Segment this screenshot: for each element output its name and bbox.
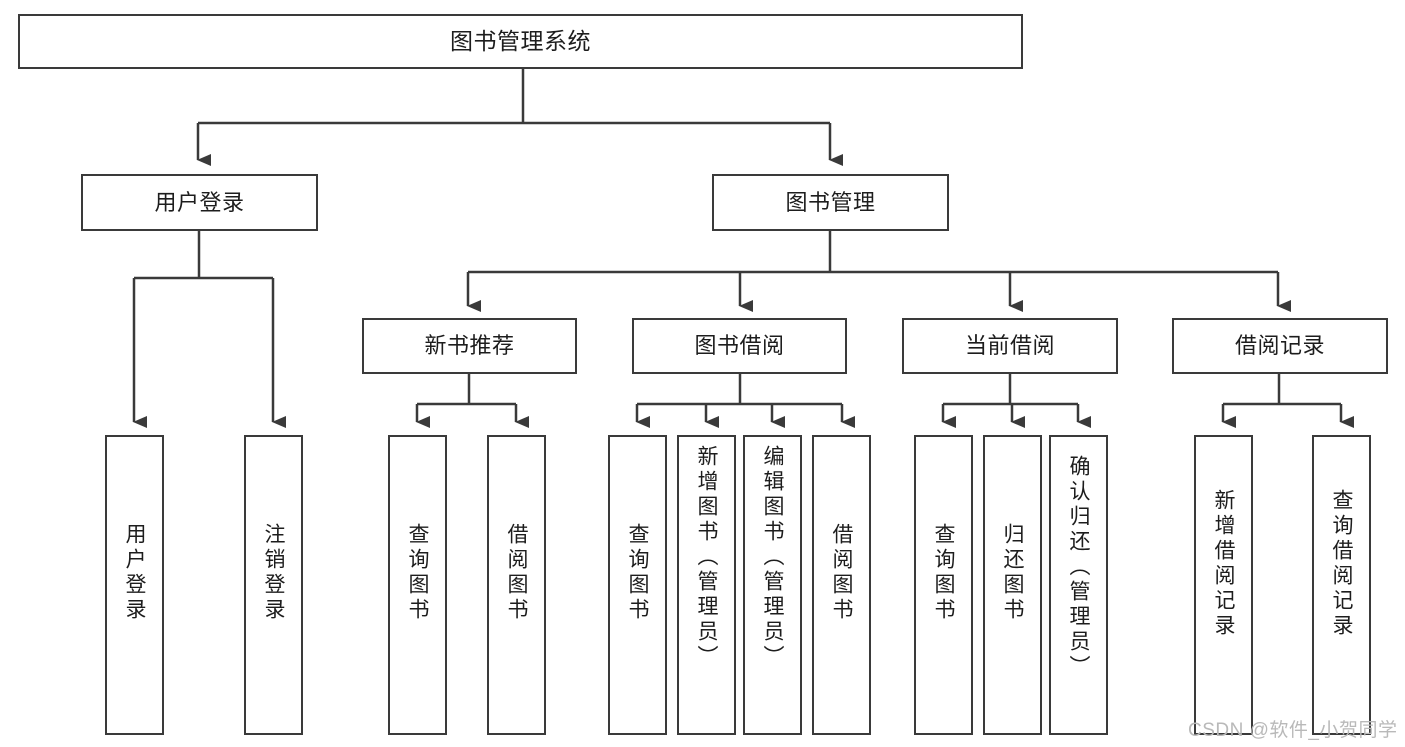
leaf-current-borrow-return[interactable]: 归还图书 [983,435,1042,735]
leaf-borrow-records-add[interactable]: 新增借阅记录 [1194,435,1253,735]
leaf-book-borrow-add-label: 新增图书（管理员） [695,445,718,670]
leaf-new-books-search[interactable]: 查询图书 [388,435,447,735]
leaf-book-borrow-borrow-label: 借阅图书 [830,523,853,623]
leaf-current-borrow-return-label: 归还图书 [1001,523,1024,623]
node-borrow-records-label: 借阅记录 [1234,333,1325,359]
node-book-management-label: 图书管理 [785,189,876,215]
node-root-system[interactable]: 图书管理系统 [18,14,1023,69]
node-root-system-label: 图书管理系统 [450,28,591,55]
leaf-user-login-signin[interactable]: 用户登录 [105,435,164,735]
leaf-borrow-records-search-label: 查询借阅记录 [1330,489,1353,639]
leaf-new-books-borrow[interactable]: 借阅图书 [487,435,546,735]
leaf-borrow-records-add-label: 新增借阅记录 [1212,489,1235,639]
leaf-borrow-records-search[interactable]: 查询借阅记录 [1312,435,1371,735]
leaf-user-login-signout-label: 注销登录 [262,523,285,623]
leaf-book-borrow-edit-label: 编辑图书（管理员） [761,445,784,670]
leaf-user-login-signin-label: 用户登录 [123,523,146,623]
node-book-borrow[interactable]: 图书借阅 [632,318,847,374]
leaf-current-borrow-confirm-return-label: 确认归还（管理员） [1067,455,1090,680]
leaf-book-borrow-borrow[interactable]: 借阅图书 [812,435,871,735]
node-book-management[interactable]: 图书管理 [712,174,949,231]
node-book-borrow-label: 图书借阅 [694,333,785,359]
node-user-login-label: 用户登录 [154,189,245,215]
node-user-login[interactable]: 用户登录 [81,174,318,231]
node-current-borrow-label: 当前借阅 [964,333,1055,359]
node-current-borrow[interactable]: 当前借阅 [902,318,1118,374]
leaf-book-borrow-search[interactable]: 查询图书 [608,435,667,735]
leaf-book-borrow-search-label: 查询图书 [626,523,649,623]
leaf-current-borrow-search[interactable]: 查询图书 [914,435,973,735]
leaf-new-books-search-label: 查询图书 [406,523,429,623]
node-new-book-recommend[interactable]: 新书推荐 [362,318,577,374]
leaf-book-borrow-edit[interactable]: 编辑图书（管理员） [743,435,802,735]
node-borrow-records[interactable]: 借阅记录 [1172,318,1388,374]
node-new-book-recommend-label: 新书推荐 [424,333,515,359]
leaf-user-login-signout[interactable]: 注销登录 [244,435,303,735]
leaf-current-borrow-confirm-return[interactable]: 确认归还（管理员） [1049,435,1108,735]
leaf-current-borrow-search-label: 查询图书 [932,523,955,623]
leaf-book-borrow-add[interactable]: 新增图书（管理员） [677,435,736,735]
csdn-watermark: CSDN @软件_小贺同学 [1188,720,1398,741]
leaf-new-books-borrow-label: 借阅图书 [505,523,528,623]
